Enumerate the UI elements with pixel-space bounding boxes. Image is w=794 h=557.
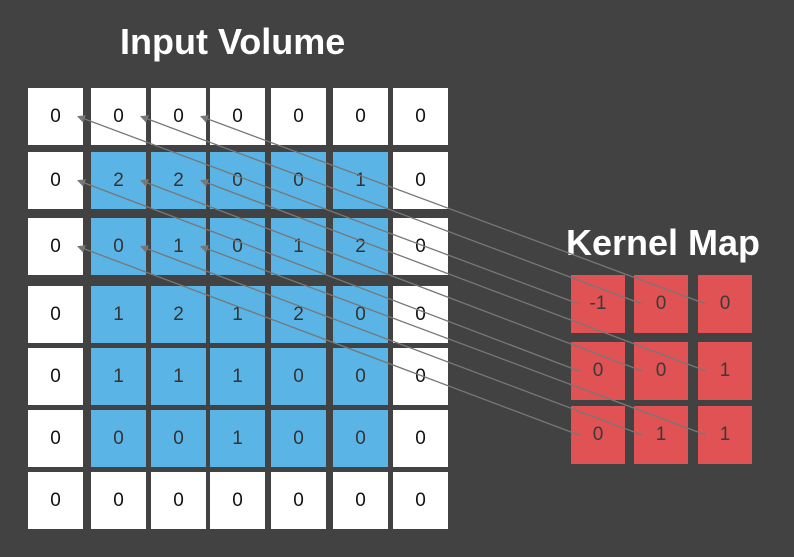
padding-cell: 0 (393, 410, 448, 467)
padding-cell: 0 (271, 472, 326, 529)
input-cell: 0 (151, 410, 206, 467)
input-cell: 0 (271, 348, 326, 405)
input-cell: 0 (271, 152, 326, 209)
padding-cell: 0 (91, 88, 146, 145)
kernel-cell: 0 (571, 406, 625, 464)
input-cell: 0 (333, 348, 388, 405)
input-cell: 0 (91, 218, 146, 275)
kernel-cell: 0 (571, 342, 625, 400)
padding-cell: 0 (28, 286, 83, 343)
padding-cell: 0 (271, 88, 326, 145)
padding-cell: 0 (28, 348, 83, 405)
padding-cell: 0 (393, 472, 448, 529)
input-cell: 0 (271, 410, 326, 467)
input-cell: 1 (151, 348, 206, 405)
input-cell: 2 (151, 286, 206, 343)
kernel-cell: 0 (634, 275, 688, 333)
kernel-cell: -1 (571, 275, 625, 333)
padding-cell: 0 (333, 88, 388, 145)
kernel-map-title: Kernel Map (566, 222, 761, 263)
input-cell: 1 (271, 218, 326, 275)
kernel-cell: 0 (698, 275, 752, 333)
input-cell: 2 (333, 218, 388, 275)
input-cell: 1 (333, 152, 388, 209)
padding-cell: 0 (28, 410, 83, 467)
input-cell: 2 (91, 152, 146, 209)
input-cell: 0 (333, 410, 388, 467)
input-cell: 2 (151, 152, 206, 209)
padding-cell: 0 (210, 88, 265, 145)
padding-cell: 0 (28, 152, 83, 209)
kernel-cell: 0 (634, 342, 688, 400)
input-cell: 1 (210, 348, 265, 405)
padding-cell: 0 (393, 218, 448, 275)
kernel-cell: 1 (698, 406, 752, 464)
padding-cell: 0 (28, 218, 83, 275)
padding-cell: 0 (151, 88, 206, 145)
padding-cell: 0 (91, 472, 146, 529)
input-cell: 0 (210, 152, 265, 209)
padding-cell: 0 (28, 472, 83, 529)
input-cell: 0 (333, 286, 388, 343)
padding-cell: 0 (393, 152, 448, 209)
padding-cell: 0 (393, 88, 448, 145)
kernel-cell: 1 (698, 342, 752, 400)
input-cell: 1 (91, 348, 146, 405)
input-cell: 0 (210, 218, 265, 275)
input-cell: 2 (271, 286, 326, 343)
input-cell: 0 (91, 410, 146, 467)
padding-cell: 0 (393, 348, 448, 405)
padding-cell: 0 (333, 472, 388, 529)
padding-cell: 0 (393, 286, 448, 343)
input-cell: 1 (91, 286, 146, 343)
input-volume-title: Input Volume (120, 21, 346, 62)
input-cell: 1 (210, 286, 265, 343)
padding-cell: 0 (151, 472, 206, 529)
input-cell: 1 (151, 218, 206, 275)
padding-cell: 0 (210, 472, 265, 529)
padding-cell: 0 (28, 88, 83, 145)
kernel-cell: 1 (634, 406, 688, 464)
input-cell: 1 (210, 410, 265, 467)
